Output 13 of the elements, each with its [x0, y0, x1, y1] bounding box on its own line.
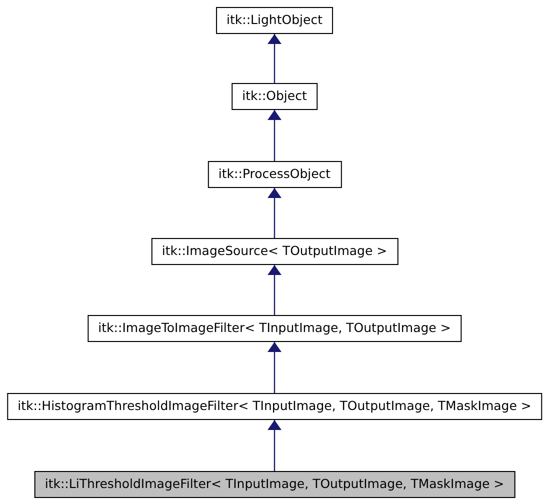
inheritance-arrow [268, 420, 282, 471]
class-box: itk::LightObject [216, 7, 334, 34]
class-box: itk::Object [231, 83, 318, 110]
class-box: itk::ImageToImageFilter< TInputImage, TOutputImage > [87, 315, 462, 342]
class-box: itk::ImageSource< TOutputImage > [150, 238, 398, 265]
class-box: itk::ProcessObject [207, 161, 342, 188]
inheritance-arrow [268, 110, 282, 161]
class-box: itk::HistogramThresholdImageFilter< TInputImage, TOutputImage, TMaskImage > [6, 393, 542, 420]
class-box: itk::LiThresholdImageFilter< TInputImage, TOutputImage, TMaskImage > [34, 471, 516, 498]
inheritance-arrow [268, 265, 282, 315]
inheritance-arrow [268, 34, 282, 83]
inheritance-arrow [268, 188, 282, 238]
inheritance-arrow [268, 342, 282, 393]
